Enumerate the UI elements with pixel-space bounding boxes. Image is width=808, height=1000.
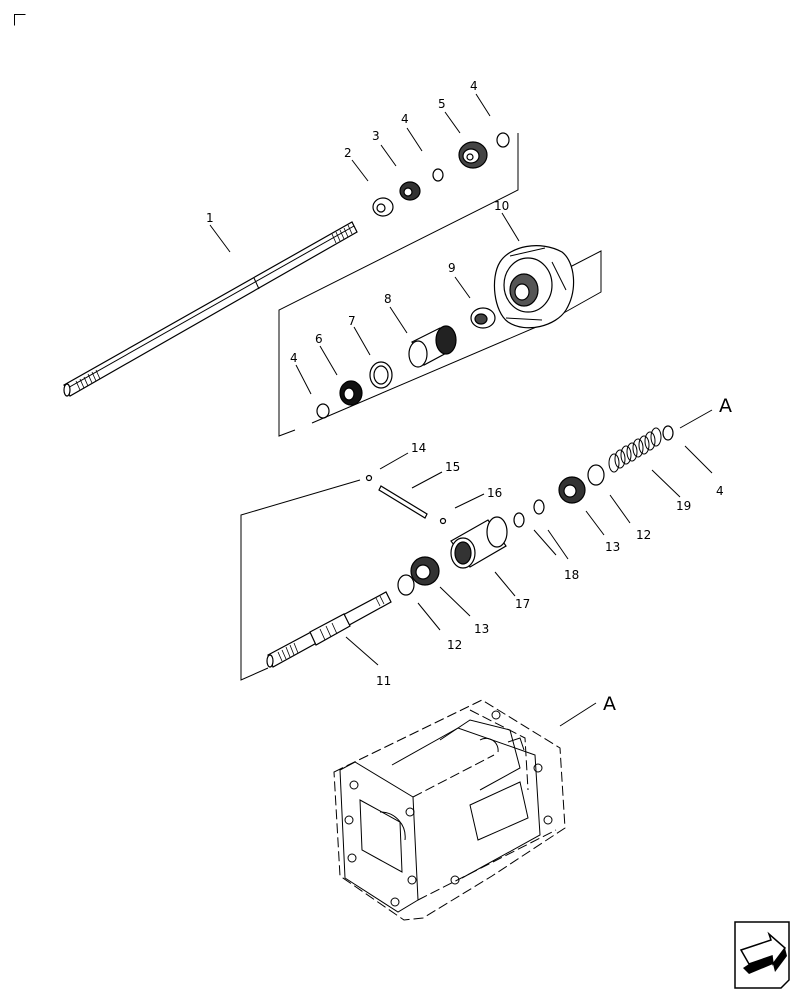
callout-4: 4 — [470, 79, 478, 93]
callout-12: 12 — [447, 638, 462, 652]
callout-3: 3 — [372, 129, 380, 143]
callout-labels: 1 2 3 4 5 4 10 9 8 7 6 4 14 15 16 18 13 … — [206, 79, 732, 715]
part-17-sleeve[interactable] — [450, 516, 508, 569]
callout-17: 17 — [515, 597, 530, 611]
callout-6: 6 — [315, 332, 323, 346]
part-7-ring[interactable] — [369, 361, 393, 389]
reference-label-a-upper: A — [719, 395, 732, 417]
part-10-housing[interactable] — [493, 245, 575, 329]
part-19-spring[interactable] — [608, 427, 662, 473]
callout-5: 5 — [438, 97, 446, 111]
leader-lines — [209, 93, 713, 727]
callout-4: 4 — [290, 351, 298, 365]
part-13-bearing-lower[interactable] — [410, 556, 440, 586]
part-4-snap-ring-lower[interactable] — [662, 425, 674, 441]
middle-group-bracket — [278, 133, 602, 437]
lower-group-bracket — [240, 479, 361, 681]
callout-13: 13 — [605, 540, 620, 554]
part-18-rings[interactable] — [513, 499, 545, 528]
part-15-rod[interactable] — [378, 485, 428, 519]
part-16-pin[interactable] — [439, 517, 447, 525]
reference-label-a-lower: A — [603, 693, 616, 715]
callout-16: 16 — [487, 486, 502, 500]
part-14-pin[interactable] — [365, 474, 373, 482]
part-1-shaft[interactable] — [63, 221, 358, 397]
callout-8: 8 — [384, 292, 392, 306]
part-3-bearing[interactable] — [399, 181, 421, 201]
part-9-bearing[interactable] — [470, 307, 496, 329]
part-12-ring-lower[interactable] — [397, 574, 415, 596]
part-4-snap-ring-upper[interactable] — [432, 168, 444, 182]
part-2-washer[interactable] — [372, 197, 394, 217]
callout-7: 7 — [348, 314, 356, 328]
callout-9: 9 — [448, 261, 456, 275]
next-page-arrow-icon[interactable] — [733, 920, 793, 990]
part-5-bearing[interactable] — [458, 141, 488, 169]
callout-13: 13 — [474, 622, 489, 636]
part-13-bearing-upper[interactable] — [558, 476, 586, 504]
callout-19: 19 — [676, 499, 691, 513]
callout-10: 10 — [494, 199, 509, 213]
part-4-snap-ring-right[interactable] — [496, 132, 510, 148]
callout-12: 12 — [636, 528, 651, 542]
corner-bracket-icon — [14, 14, 26, 26]
callout-11: 11 — [376, 674, 391, 688]
callout-2: 2 — [344, 146, 352, 160]
callout-1: 1 — [206, 211, 214, 225]
part-11-shaft[interactable] — [266, 591, 392, 668]
part-12-ring-upper[interactable] — [587, 464, 605, 486]
part-4-snap-ring-middle[interactable] — [316, 403, 330, 419]
callout-4: 4 — [716, 484, 724, 498]
transmission-housing — [333, 699, 566, 921]
callout-15: 15 — [445, 460, 460, 474]
part-8-gear[interactable] — [408, 325, 457, 368]
callout-14: 14 — [411, 441, 426, 455]
part-6-needle-bearing[interactable] — [339, 380, 363, 406]
callout-18: 18 — [564, 568, 579, 582]
callout-4: 4 — [401, 112, 409, 126]
